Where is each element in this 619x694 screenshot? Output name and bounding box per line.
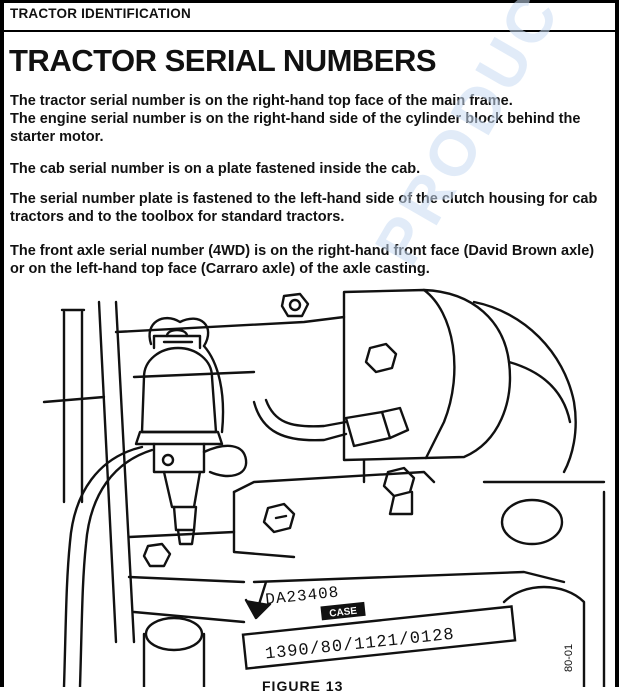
pipe-union-nut — [344, 410, 392, 448]
starter-bolt — [364, 342, 398, 374]
starter-motor-body — [342, 288, 512, 462]
stamped-engine-code: DA23408 — [265, 583, 341, 609]
page-border-left — [0, 0, 4, 687]
drawing-reference-code: 80-01 — [563, 644, 575, 672]
frame-post-right — [97, 300, 136, 644]
section-label: TRACTOR IDENTIFICATION — [10, 6, 191, 21]
serial-number-plate — [241, 605, 517, 670]
paragraph-tractor-serial: The tractor serial number is on the righ… — [10, 93, 513, 109]
block-bolt-1 — [262, 502, 296, 534]
paragraph-front-axle-serial: The front axle serial number (4WD) is on… — [10, 243, 595, 277]
filter-banjo-fitting — [202, 444, 248, 478]
block-bolt-2 — [382, 466, 416, 498]
paragraph-serial-plate: The serial number plate is fastened to t… — [10, 191, 598, 225]
block-bolt-3 — [142, 542, 172, 568]
casting-bore-left — [144, 616, 204, 652]
fuel-pipe — [62, 445, 144, 687]
plate-serial-number: 1390/80/1121/0128 — [264, 626, 455, 665]
page-border-top — [0, 0, 619, 3]
casting-bore-right — [500, 498, 564, 546]
plate-brand-badge — [320, 601, 366, 621]
fuel-filter-bowl — [140, 346, 218, 434]
paragraph-engine-serial: The engine serial number is on the right… — [10, 111, 581, 145]
frame-post-left — [62, 310, 84, 504]
header-divider — [4, 30, 615, 32]
plate-brand-label: CASE — [329, 606, 358, 620]
engine-technical-drawing: CASE 1390/80/1121/0128 DA23408 80-01 — [42, 288, 606, 687]
page-border-right — [615, 0, 619, 687]
paragraph-cab-serial: The cab serial number is on a plate fast… — [10, 161, 421, 177]
filter-bolt — [161, 453, 175, 467]
page-title: TRACTOR SERIAL NUMBERS — [9, 43, 437, 78]
frame-nut — [280, 292, 310, 318]
figure-caption: FIGURE 13 — [262, 678, 344, 694]
